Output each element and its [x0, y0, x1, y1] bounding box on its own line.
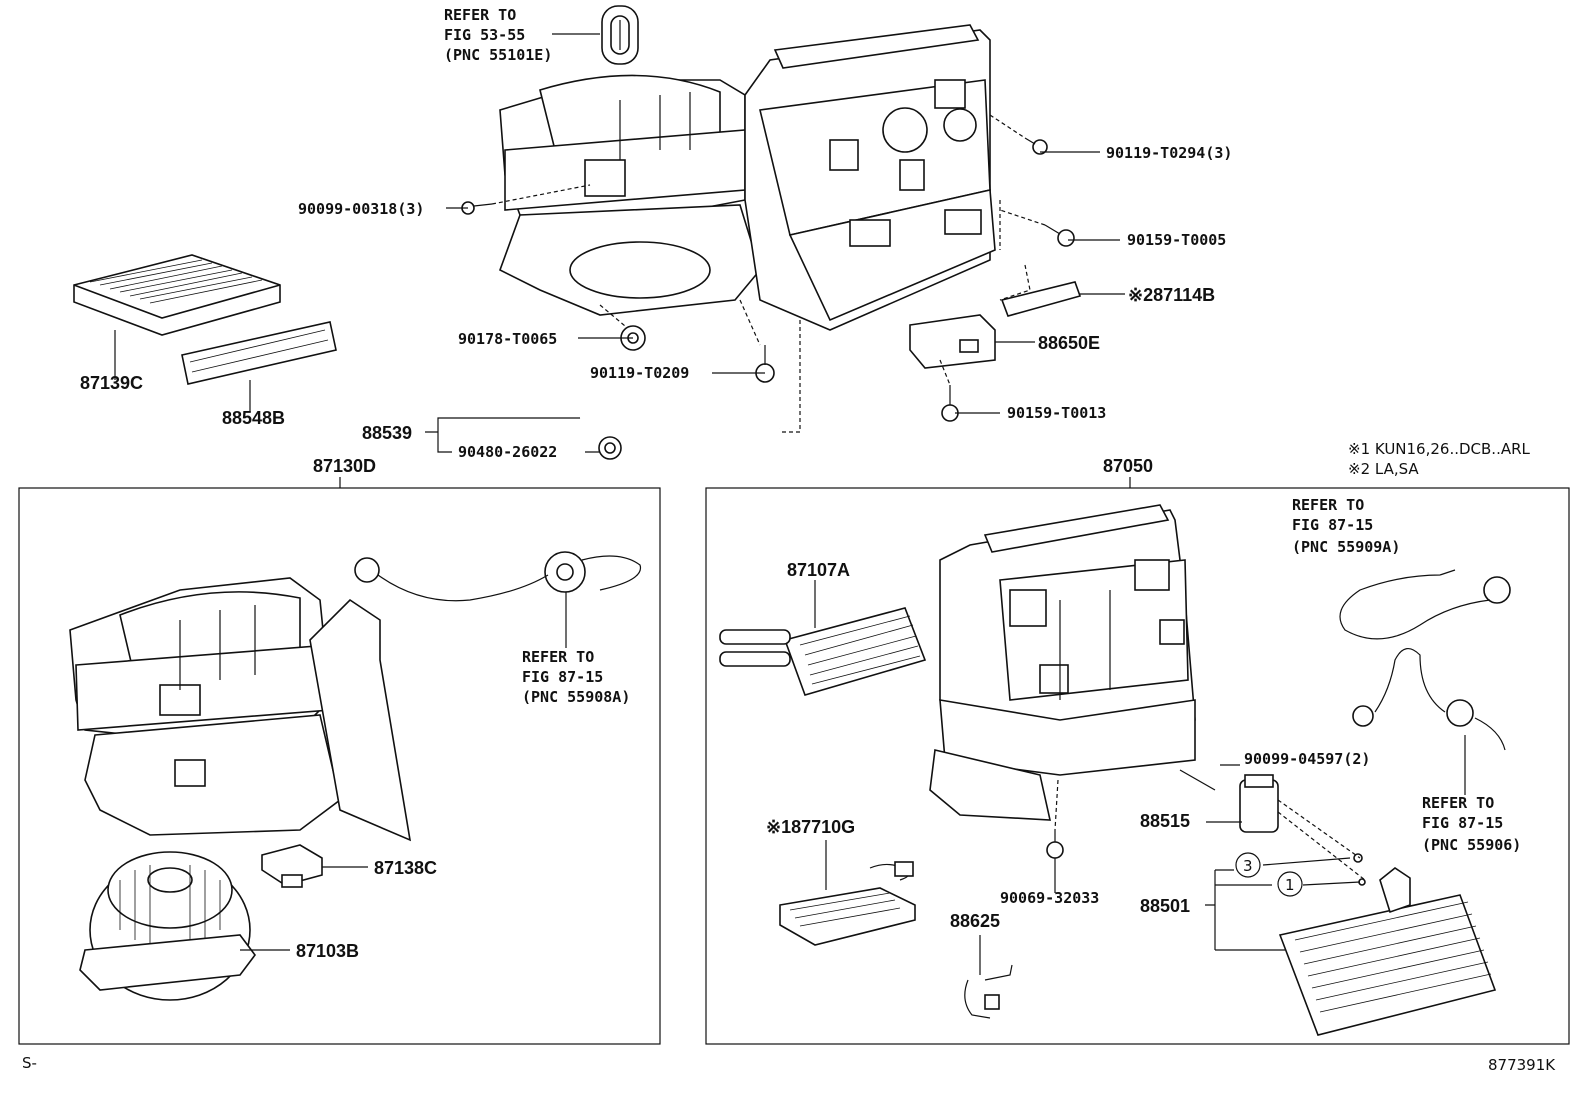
resistor-87138c-drawing: [261, 844, 323, 888]
label-87114b[interactable]: ※287114B: [1128, 285, 1215, 305]
ref-55908a-block: REFER TO FIG 87-15 (PNC 55908A): [522, 648, 630, 706]
ref-fig53-line2: FIG 53-55: [444, 26, 525, 44]
figure-code: 877391K: [1488, 1056, 1556, 1074]
note-2: ※2 LA,SA: [1348, 460, 1419, 478]
label-90119-t0209[interactable]: 90119-T0209: [590, 364, 689, 382]
ref-55908a-line3: (PNC 55908A): [522, 688, 630, 706]
label-87139c[interactable]: 87139C: [80, 373, 143, 393]
filter-cover-88548b-drawing: [181, 321, 337, 385]
amplifier-88650e-drawing: [909, 314, 996, 369]
label-90480-26022[interactable]: 90480-26022: [458, 443, 557, 461]
label-88650e[interactable]: 88650E: [1038, 333, 1100, 353]
assembly-87130d-title[interactable]: 87130D: [313, 456, 376, 476]
label-90119-t0294[interactable]: 90119-T0294(3): [1106, 144, 1232, 162]
label-88501[interactable]: 88501: [1140, 896, 1190, 916]
ref-55906-line1: REFER TO: [1422, 794, 1494, 812]
leaders-left: [240, 592, 567, 951]
bracket-87114b-drawing: [1000, 281, 1082, 317]
label-88515[interactable]: 88515: [1140, 811, 1190, 831]
circled-number-1: 1: [1277, 871, 1303, 897]
svg-text:1: 1: [1285, 876, 1295, 894]
evaporator-case-drawing: [929, 504, 1196, 821]
label-90178-t0065[interactable]: 90178-T0065: [458, 330, 557, 348]
hose-88539-drawing: [579, 395, 781, 460]
label-87103b[interactable]: 87103B: [296, 941, 359, 961]
air-filter-87139c-drawing: [73, 254, 281, 336]
sensor-55908a-drawing: [354, 551, 642, 602]
svg-text:3: 3: [1243, 857, 1253, 875]
grommet-55101e-drawing: [601, 5, 639, 65]
ref-55909a-block: REFER TO FIG 87-15 (PNC 55909A): [1292, 496, 1400, 556]
ptc-heater-87710g-drawing: [779, 861, 916, 946]
label-87710g[interactable]: ※187710G: [766, 817, 855, 837]
hvac-unit-top-drawing: [499, 24, 996, 331]
label-90159-t0013[interactable]: 90159-T0013: [1007, 404, 1106, 422]
label-88625[interactable]: 88625: [950, 911, 1000, 931]
dashed-guides-right: [1054, 779, 1366, 881]
blower-case-drawing: [69, 577, 412, 842]
label-87107a[interactable]: 87107A: [787, 560, 850, 580]
ref-55909a-line2: FIG 87-15: [1292, 516, 1373, 534]
ref-55906-line3: (PNC 55906): [1422, 836, 1521, 854]
circled-number-3: 3: [1235, 852, 1261, 878]
ref-55908a-line2: FIG 87-15: [522, 668, 603, 686]
label-90099-00318[interactable]: 90099-00318(3): [298, 200, 424, 218]
ref-55906-block: REFER TO FIG 87-15 (PNC 55906): [1422, 794, 1521, 854]
sensors-right-drawing: [1339, 569, 1511, 751]
evaporator-88501-drawing: [1278, 867, 1497, 1036]
blower-motor-87103b-drawing: [79, 851, 256, 1001]
ref-fig53-block: REFER TO FIG 53-55 (PNC 55101E): [444, 6, 552, 64]
label-90069-32033[interactable]: 90069-32033: [1000, 889, 1099, 907]
screw-90069-drawing: [1046, 830, 1064, 859]
box-87050: [705, 487, 1570, 1045]
footer-left-code: S-: [22, 1054, 37, 1072]
leaders-top: [114, 33, 1125, 453]
expansion-valve-88515-drawing: [1179, 769, 1366, 886]
label-90099-04597[interactable]: 90099-04597(2): [1244, 750, 1370, 768]
leaders-right: [814, 580, 1466, 975]
ref-55909a-line1: REFER TO: [1292, 496, 1364, 514]
ref-fig53-line1: REFER TO: [444, 6, 516, 24]
ref-55908a-line1: REFER TO: [522, 648, 594, 666]
label-88548b[interactable]: 88548B: [222, 408, 285, 428]
dashed-guides-top: [491, 114, 1046, 433]
ref-55906-line2: FIG 87-15: [1422, 814, 1503, 832]
assembly-87050-title[interactable]: 87050: [1103, 456, 1153, 476]
ref-55909a-line3: (PNC 55909A): [1292, 538, 1400, 556]
box-87130d: [18, 487, 661, 1045]
label-90159-t0005[interactable]: 90159-T0005: [1127, 231, 1226, 249]
label-87138c[interactable]: 87138C: [374, 858, 437, 878]
label-88539[interactable]: 88539: [362, 423, 412, 443]
heater-core-87107a-drawing: [719, 607, 927, 696]
wire-88625-drawing: [964, 964, 1013, 1019]
ref-fig53-line3: (PNC 55101E): [444, 46, 552, 64]
note-1: ※1 KUN16,26..DCB..ARL: [1348, 440, 1531, 458]
